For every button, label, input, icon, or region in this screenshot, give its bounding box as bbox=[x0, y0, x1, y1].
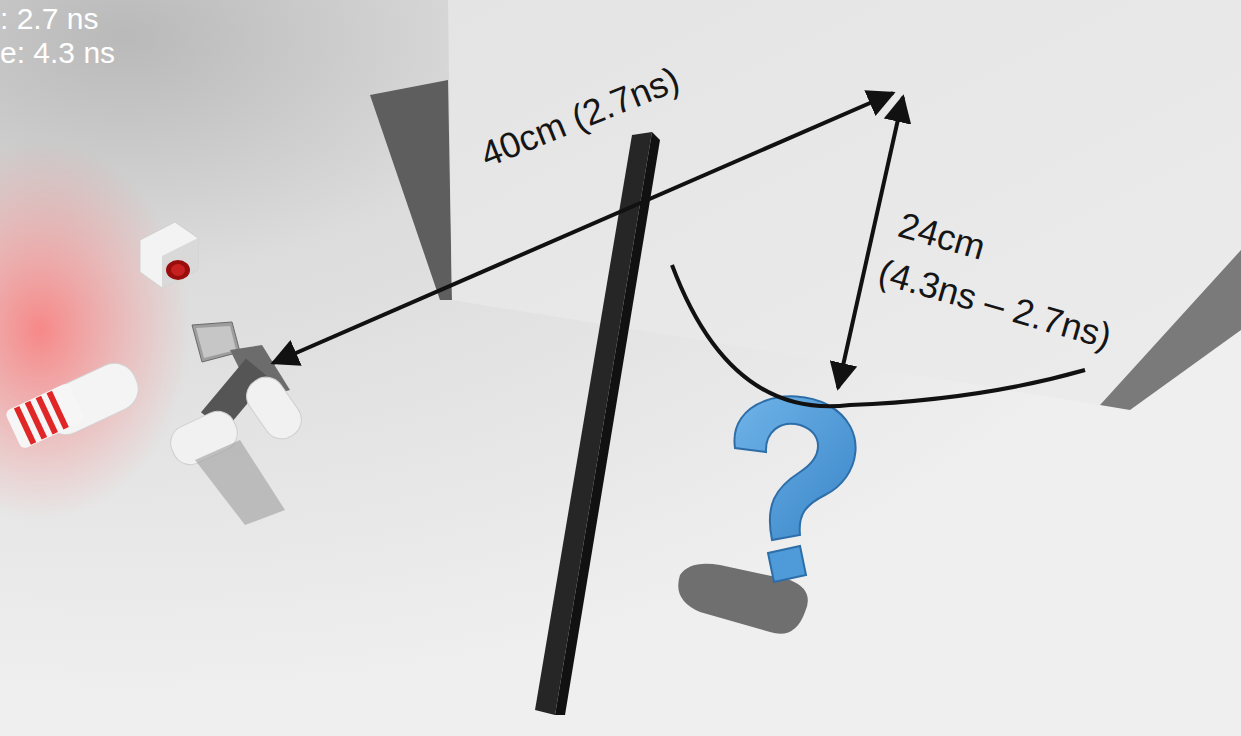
hidden-object bbox=[734, 396, 855, 582]
time-readout: : 2.7 ns bbox=[0, 2, 98, 35]
wall-shadow bbox=[370, 80, 452, 300]
laser-source bbox=[4, 356, 145, 450]
time-readout: e: 4.3 ns bbox=[0, 36, 115, 69]
galvo-mirror bbox=[165, 322, 309, 525]
spad-camera bbox=[140, 222, 198, 288]
side-wall bbox=[1100, 250, 1241, 410]
laser-glow bbox=[0, 140, 190, 520]
relay-wall bbox=[448, 0, 1241, 405]
distance-arrow bbox=[838, 97, 903, 388]
occluder-wall bbox=[535, 132, 660, 715]
